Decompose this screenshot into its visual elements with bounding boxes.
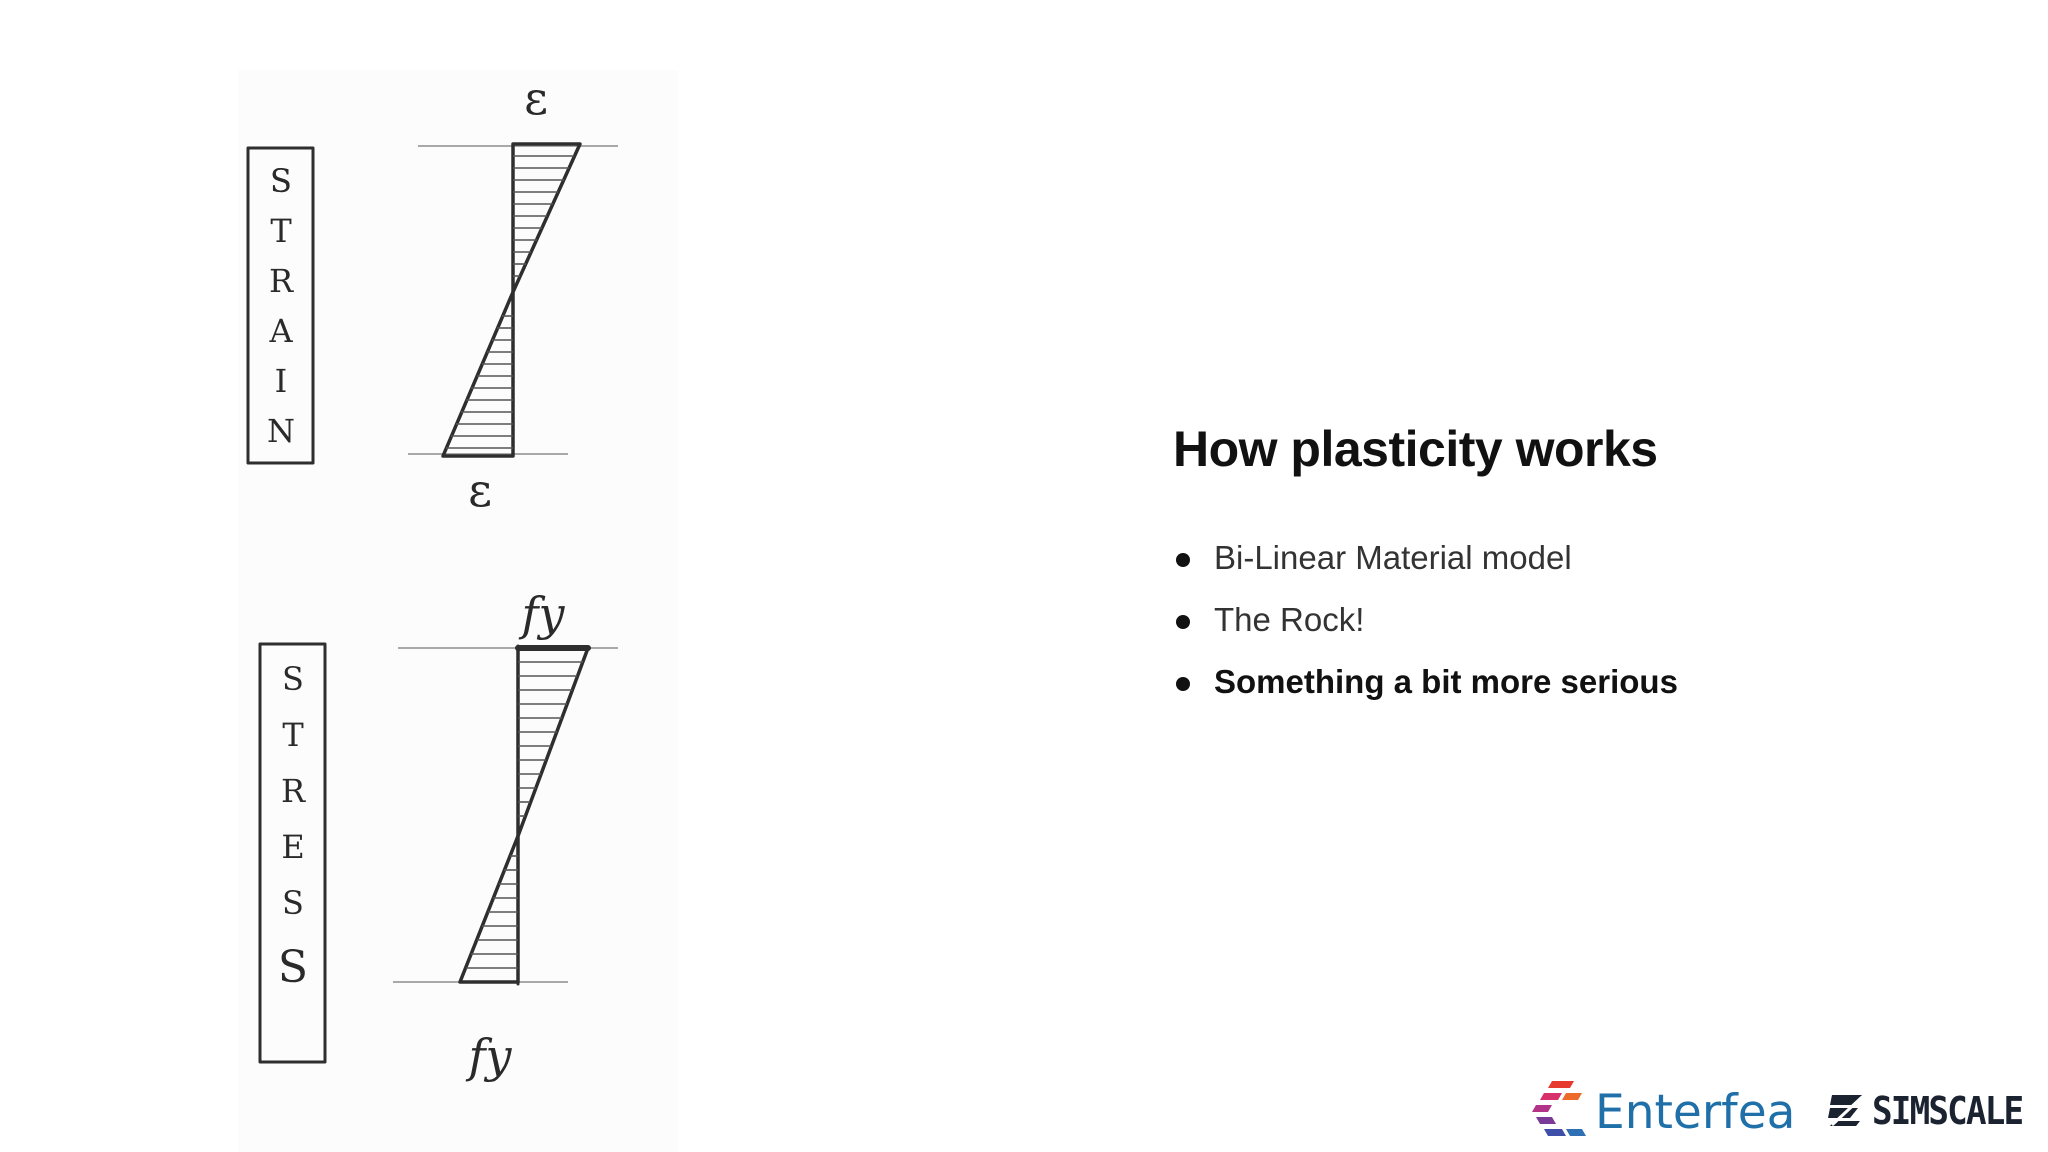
- enterfea-logo: Enterfea: [1530, 1079, 1795, 1141]
- strain-hatching: [446, 155, 574, 449]
- slide-title: How plasticity works: [1173, 421, 1658, 477]
- bullet-text: The Rock!: [1214, 601, 1365, 638]
- strain-label-text: S: [270, 162, 292, 200]
- bullet-dot-icon: [1176, 553, 1190, 567]
- stress-letter-s2: S: [282, 884, 304, 922]
- strain-letter-s: S: [270, 162, 292, 200]
- stress-letter-t: T: [282, 716, 304, 754]
- stress-letter-s3: S: [278, 942, 308, 993]
- bullet-text: Something a bit more serious: [1214, 663, 1678, 700]
- stress-diagram: [393, 644, 618, 986]
- strain-letter-r: R: [269, 262, 294, 300]
- bullet-list: Bi-Linear Material model The Rock! Somet…: [1173, 534, 1678, 720]
- stress-letter-r: R: [281, 772, 306, 810]
- stress-top-fy: fy: [518, 587, 565, 641]
- bullet-item: The Rock!: [1173, 596, 1678, 658]
- footer-logos: Enterfea SIMSCALE: [1530, 1075, 2030, 1145]
- bullet-dot-icon: [1176, 615, 1190, 629]
- simscale-mark-icon: [1828, 1095, 1864, 1127]
- strain-top-epsilon: ε: [524, 71, 548, 125]
- simscale-wordmark: SIMSCALE: [1872, 1089, 2024, 1133]
- bullet-item: Bi-Linear Material model: [1173, 534, 1678, 596]
- stress-label-box: [258, 642, 327, 1064]
- strain-bottom-epsilon: ε: [468, 463, 492, 517]
- bullet-item: Something a bit more serious: [1173, 658, 1678, 720]
- stress-strain-sketch: S S T R A I N: [246, 71, 618, 1083]
- strain-letter-t: T: [270, 212, 292, 250]
- hand-drawn-sketch: S S T R A I N: [238, 70, 678, 1152]
- enterfea-mark-icon: [1532, 1081, 1586, 1136]
- strain-letter-i: I: [275, 362, 288, 400]
- stress-hatching: [466, 661, 583, 969]
- stress-bottom-fy: fy: [465, 1029, 512, 1083]
- enterfea-wordmark: Enterfea: [1595, 1085, 1796, 1140]
- bullet-text: Bi-Linear Material model: [1214, 539, 1572, 576]
- svg-text:S: S: [270, 162, 292, 200]
- strain-letter-n: N: [267, 412, 295, 450]
- strain-diagram: [408, 142, 618, 458]
- strain-label-box: [246, 146, 315, 465]
- stress-letter-e: E: [281, 828, 304, 866]
- simscale-logo: SIMSCALE: [1828, 1089, 2028, 1135]
- bullet-dot-icon: [1176, 677, 1190, 691]
- stress-letter-s1: S: [282, 660, 304, 698]
- strain-letter-a: A: [268, 312, 293, 350]
